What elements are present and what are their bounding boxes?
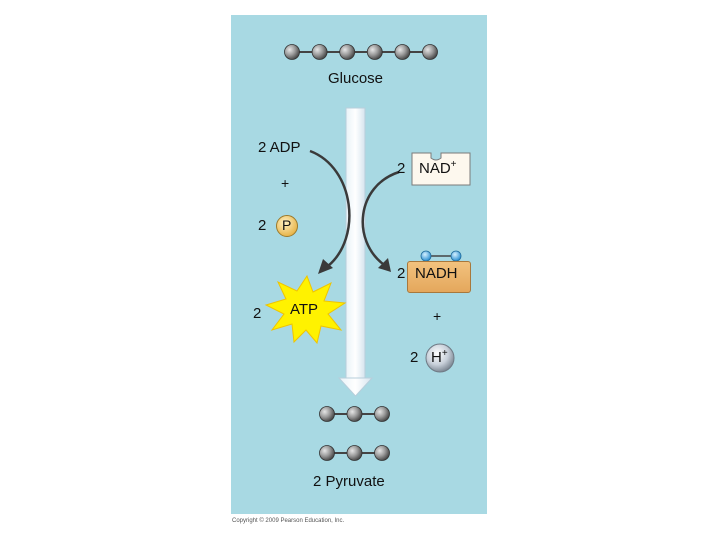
carbon-atom [347, 446, 362, 461]
carbon-atom [285, 45, 300, 60]
carbon-atom [423, 45, 438, 60]
phosphate-coefficient: 2 [258, 217, 266, 234]
phosphate-label: P [282, 217, 291, 233]
carbon-atom [320, 407, 335, 422]
carbon-atom [347, 407, 362, 422]
plus-sign: + [433, 308, 441, 324]
atp-label: ATP [290, 301, 318, 318]
nad-coefficient: 2 [397, 160, 405, 177]
adp-label: 2 ADP [258, 139, 301, 156]
nad-label: NAD+ [419, 160, 457, 177]
glucose-molecule [285, 45, 438, 60]
electron-icon [421, 251, 431, 261]
copyright-notice: Copyright © 2009 Pearson Education, Inc. [232, 518, 344, 524]
carbon-atom [340, 45, 355, 60]
carbon-atom [395, 45, 410, 60]
pyruvate-molecule [320, 446, 390, 461]
h-charge: + [442, 348, 448, 359]
pyruvate-label: 2 Pyruvate [313, 473, 385, 490]
electron-icon [451, 251, 461, 261]
nadh-electrons [421, 251, 461, 261]
glucose-label: Glucose [328, 70, 383, 87]
carbon-atom [367, 45, 382, 60]
plus-sign: + [281, 175, 289, 191]
nad-to-nadh-arrow [363, 172, 399, 272]
carbon-atom [375, 446, 390, 461]
h-label: H+ [431, 349, 448, 366]
central-flow-arrow [339, 108, 372, 396]
nad-charge: + [451, 159, 457, 170]
nadh-label: NADH [415, 265, 458, 282]
carbon-atom [320, 446, 335, 461]
h-coefficient: 2 [410, 349, 418, 366]
nadh-coefficient: 2 [397, 265, 405, 282]
carbon-atom [375, 407, 390, 422]
pyruvate-molecule [320, 407, 390, 422]
carbon-atom [312, 45, 327, 60]
adp-to-atp-arrow [310, 151, 349, 274]
atp-coefficient: 2 [253, 305, 261, 322]
